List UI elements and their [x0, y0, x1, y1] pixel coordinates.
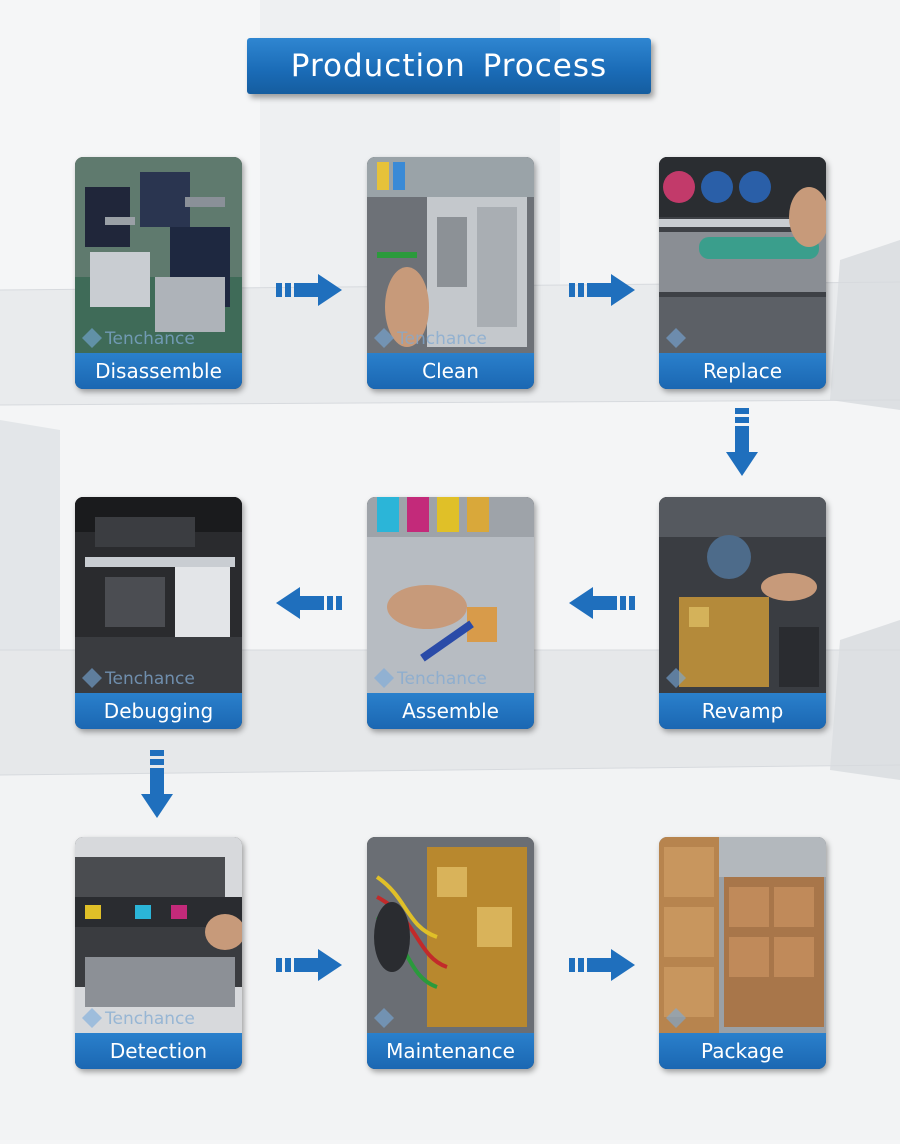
arrow-right-icon [276, 274, 342, 306]
watermark-logo-icon [82, 1008, 102, 1028]
watermark-logo-icon [82, 668, 102, 688]
revamp-photo [659, 497, 826, 693]
detection-photo [75, 837, 242, 1033]
step-card-maintenance: Maintenance [367, 837, 534, 1069]
watermark-text: Tenchance [105, 669, 195, 689]
watermark-logo-icon [666, 1008, 686, 1028]
arrow-down-icon [726, 408, 758, 476]
watermark-text: Tenchance [105, 329, 195, 349]
maintenance-photo [367, 837, 534, 1033]
arrow-right-icon [569, 949, 635, 981]
step-label: Debugging [75, 693, 242, 729]
step-card-revamp: Revamp [659, 497, 826, 729]
watermark-logo-icon [666, 668, 686, 688]
step-card-assemble: Tenchance Assemble [367, 497, 534, 729]
step-label: Detection [75, 1033, 242, 1069]
watermark-logo-icon [374, 1008, 394, 1028]
step-card-debugging: Tenchance Debugging [75, 497, 242, 729]
arrow-right-icon [276, 949, 342, 981]
arrow-left-icon [569, 587, 635, 619]
arrow-right-icon [569, 274, 635, 306]
step-card-clean: Tenchance Clean [367, 157, 534, 389]
step-label: Revamp [659, 693, 826, 729]
disassemble-photo [75, 157, 242, 353]
watermark-text: Tenchance [397, 329, 487, 349]
step-label: Clean [367, 353, 534, 389]
watermark-logo-icon [374, 668, 394, 688]
assemble-photo [367, 497, 534, 693]
step-label: Package [659, 1033, 826, 1069]
arrow-left-icon [276, 587, 342, 619]
step-card-detection: Tenchance Detection [75, 837, 242, 1069]
page-title: Production Process [290, 48, 608, 84]
watermark-logo-icon [666, 328, 686, 348]
step-label: Assemble [367, 693, 534, 729]
step-card-package: Package [659, 837, 826, 1069]
clean-photo [367, 157, 534, 353]
step-label: Disassemble [75, 353, 242, 389]
watermark-logo-icon [374, 328, 394, 348]
watermark-logo-icon [82, 328, 102, 348]
watermark-text: Tenchance [105, 1009, 195, 1029]
replace-photo [659, 157, 826, 353]
debugging-photo [75, 497, 242, 693]
step-card-disassemble: Tenchance Disassemble [75, 157, 242, 389]
step-label: Replace [659, 353, 826, 389]
step-card-replace: Replace [659, 157, 826, 389]
package-photo [659, 837, 826, 1033]
page-title-banner: Production Process [247, 38, 651, 94]
watermark-text: Tenchance [397, 669, 487, 689]
step-label: Maintenance [367, 1033, 534, 1069]
arrow-down-icon [141, 750, 173, 818]
